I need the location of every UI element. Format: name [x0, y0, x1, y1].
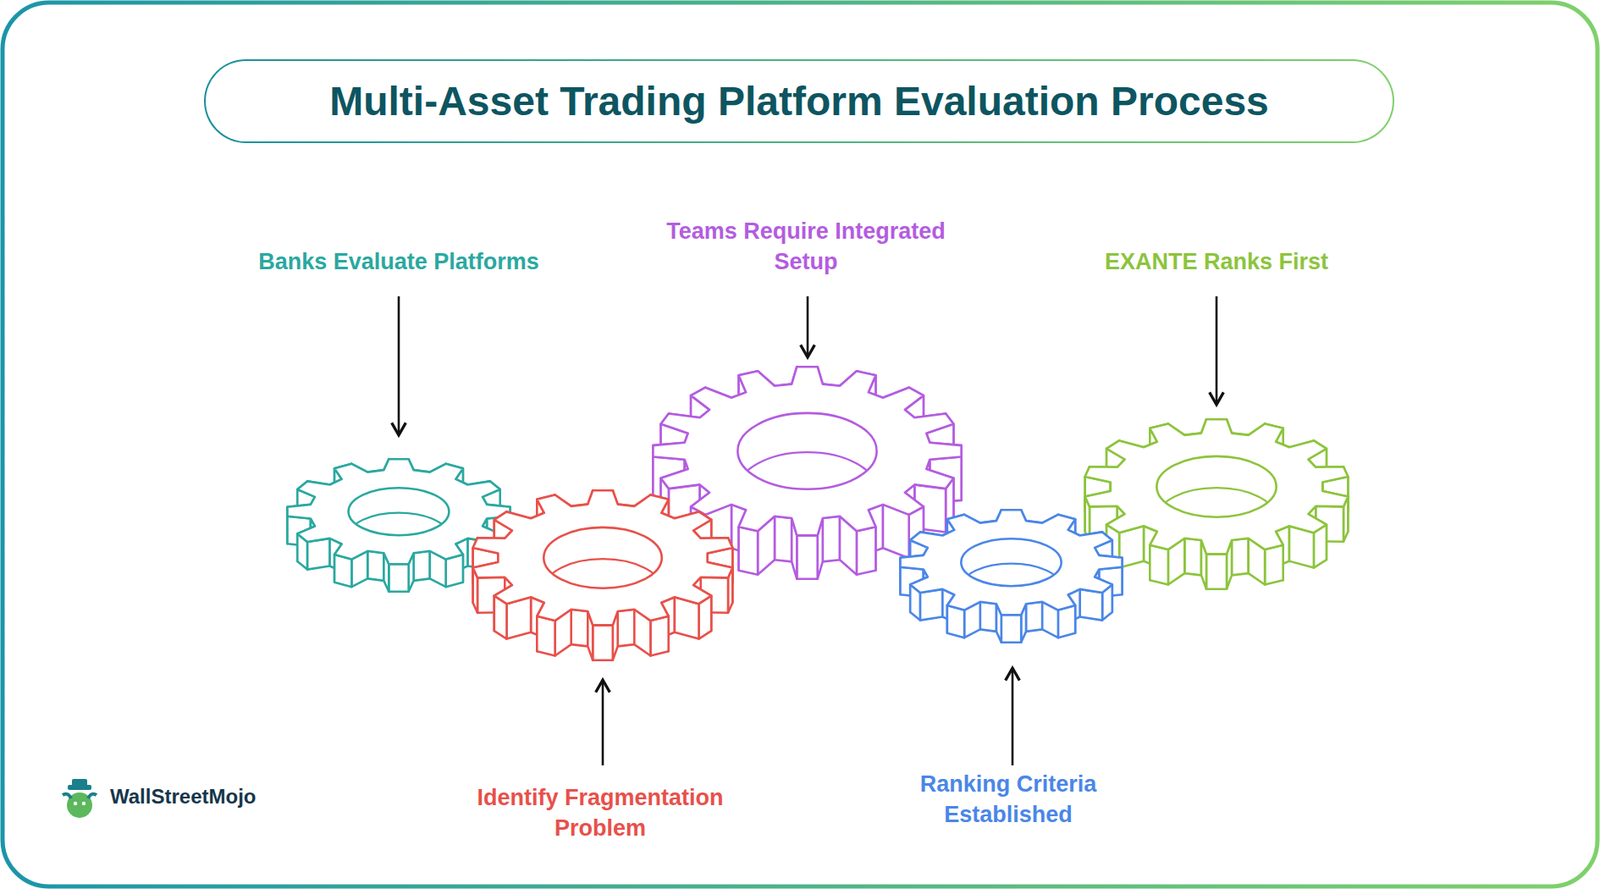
gear-icon	[897, 507, 1126, 646]
gear-face	[652, 366, 961, 536]
gear-hole-wall	[737, 452, 877, 529]
gear-side	[1080, 589, 1104, 621]
gear-side	[388, 563, 409, 592]
step-label: Teams Require Integrated Setup	[636, 215, 976, 277]
gear-side	[980, 601, 997, 632]
gear-hole	[543, 527, 663, 589]
gear-hole-wall	[543, 558, 663, 620]
gear-side	[920, 589, 944, 621]
gear-side	[307, 538, 331, 570]
leader-arrow	[1215, 296, 1219, 405]
step-label: Ranking Criteria Established	[889, 768, 1127, 830]
gear-hole	[960, 538, 1061, 586]
watermark: WallStreetMojo	[110, 784, 256, 809]
gear-side	[690, 507, 706, 559]
gear-node: Identify Fragmentation Problem	[468, 487, 737, 663]
step-label: Identify Fragmentation Problem	[447, 782, 753, 844]
gear-side	[1184, 538, 1202, 576]
gear-hole	[737, 413, 877, 490]
gear-side	[1001, 614, 1021, 643]
gear-side	[617, 609, 635, 647]
gear-side	[413, 551, 431, 581]
gear-side	[1206, 553, 1227, 589]
gear-side	[796, 535, 817, 579]
gear-shape	[1085, 419, 1349, 590]
leader-arrow	[601, 679, 605, 766]
gear-shape	[473, 490, 734, 661]
gear-side	[822, 516, 840, 563]
leader-arrow	[1011, 667, 1015, 766]
gear-face	[1085, 419, 1349, 554]
step-label: Banks Evaluate Platforms	[220, 246, 577, 277]
gear-hole	[1156, 456, 1276, 518]
gear-side	[856, 526, 877, 574]
gear-side	[536, 616, 555, 657]
gear-side	[1149, 545, 1169, 585]
brand-logo	[55, 776, 104, 824]
gear-side	[1264, 545, 1284, 585]
gear-side	[592, 624, 613, 660]
leader-arrow	[806, 296, 810, 358]
gear-node: Ranking Criteria Established	[897, 507, 1126, 646]
gear-icon	[468, 487, 737, 663]
leader-arrow	[397, 296, 401, 436]
gear-side	[1026, 601, 1043, 632]
gear-face	[473, 490, 734, 625]
step-label: EXANTE Ranks First	[1047, 246, 1386, 277]
gear-side	[367, 551, 384, 581]
gear-side	[650, 616, 668, 657]
gear-hole-wall	[960, 563, 1061, 612]
gear-side	[739, 526, 759, 574]
diagram-title: Multi-Asset Trading Platform Evaluation …	[204, 59, 1395, 144]
gear-hole-wall	[348, 513, 450, 561]
gear-side	[774, 516, 792, 563]
gear-shape	[652, 366, 961, 580]
gear-side	[1231, 538, 1249, 576]
gear-hole	[348, 487, 450, 536]
gear-hole-wall	[1156, 487, 1276, 549]
gear-side	[571, 609, 589, 647]
